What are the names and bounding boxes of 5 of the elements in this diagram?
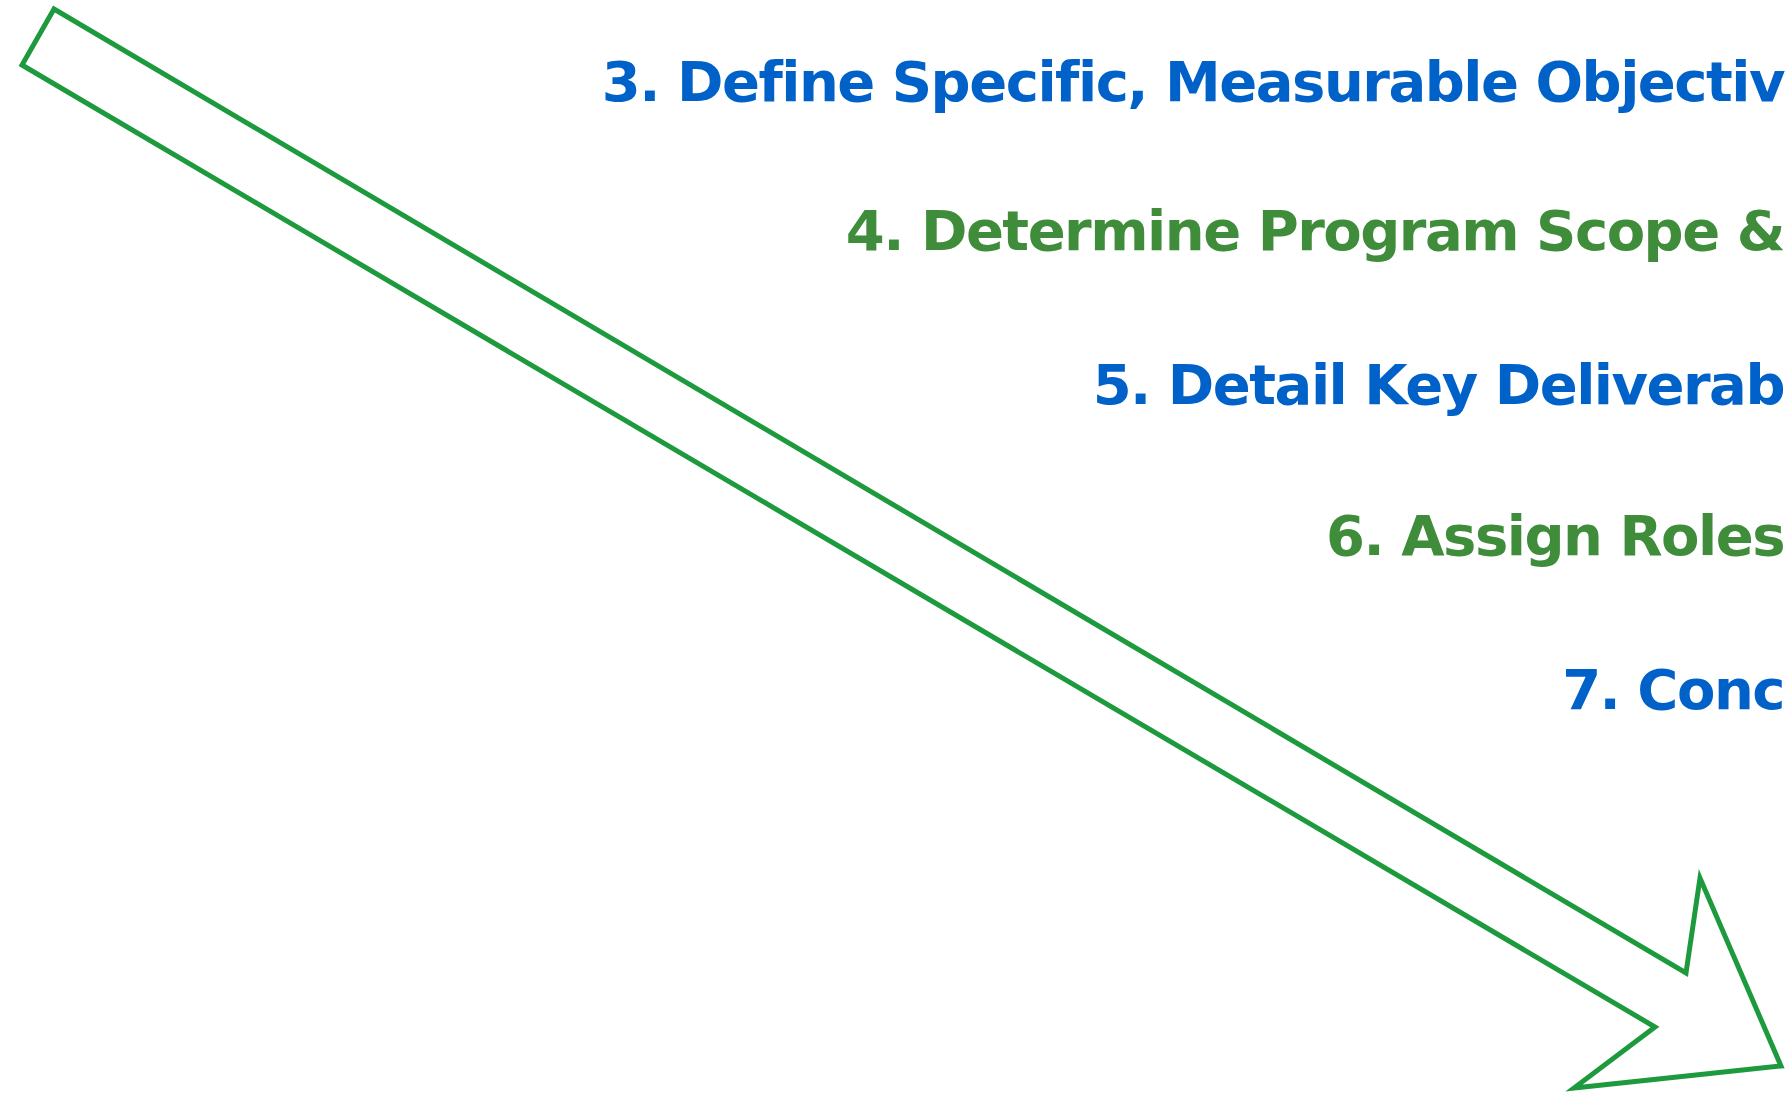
step-heading: 7. Conc [1562, 656, 1784, 724]
step-heading: 4. Determine Program Scope & [845, 197, 1784, 265]
step-heading: 5. Detail Key Deliverab [1092, 351, 1784, 419]
step-heading: 6. Assign Roles [1326, 502, 1784, 570]
step-heading: 3. Define Specific, Measurable Objectiv [601, 48, 1784, 116]
